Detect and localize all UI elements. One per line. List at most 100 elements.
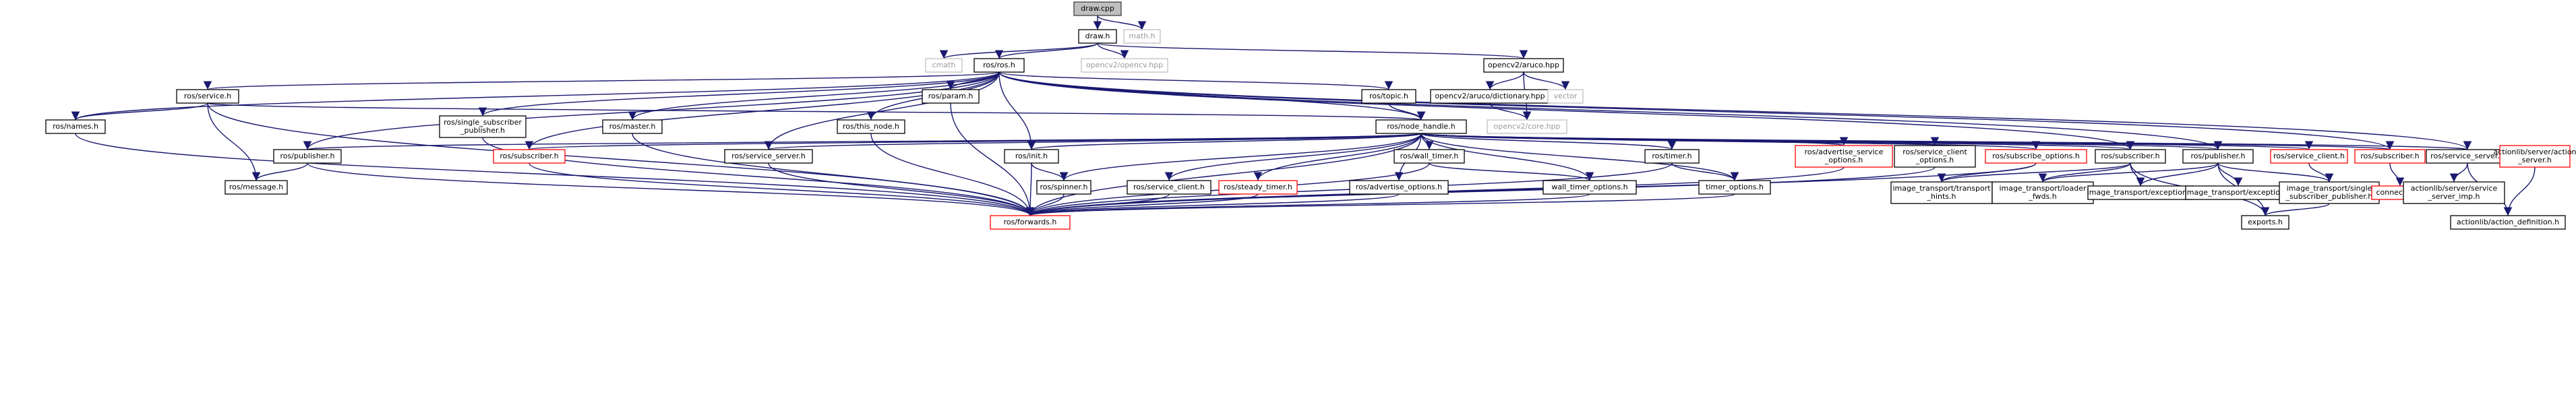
node-box [2499, 145, 2571, 168]
node-label: image_transport/exception.h [2185, 188, 2292, 197]
node-subscriber-r1[interactable]: ros/subscriber.h [493, 149, 566, 164]
edge-service_client_h-to-forwards [1025, 193, 1170, 216]
edge-node_handle-to-service_server_b [1420, 133, 2471, 150]
node-draw-h[interactable]: draw.h [1078, 29, 1117, 44]
node-wall-timer-opts[interactable]: wall_timer_options.h [1542, 180, 1637, 195]
node-box [1487, 119, 1567, 134]
node-label: ros/timer.h [1652, 152, 1691, 160]
node-aruco-dict[interactable]: opencv2/aruco/dictionary.hpp [1430, 89, 1550, 104]
edge-node_handle-to-wall_timer_opts [1420, 133, 1594, 181]
node-core: opencv2/core.hpp [1487, 119, 1567, 134]
node-topic-h[interactable]: ros/topic.h [1361, 89, 1416, 104]
edge-it_publisher-to-it_exc1 [2136, 162, 2219, 187]
edge-init_h-to-forwards [1025, 162, 1035, 216]
edge-it_publisher-to-it_single [2217, 162, 2334, 183]
node-it-hints[interactable]: image_transport/transport_hints.h [1890, 181, 1993, 204]
node-draw-cpp[interactable]: draw.cpp [1073, 1, 1122, 16]
node-al-def[interactable]: actionlib/action_definition.h [2450, 215, 2566, 230]
node-box [1036, 180, 1091, 195]
edge-ros_ros_h-to-it_publisher [998, 71, 2222, 150]
edge-timer_h-to-timer_opts [1671, 162, 1739, 181]
node-service-client-opts[interactable]: ros/service_client_options.h [1894, 145, 1976, 168]
node-timer-opts[interactable]: timer_options.h [1698, 180, 1771, 195]
node-it-single[interactable]: image_transport/single_subscriber_publis… [2279, 181, 2380, 204]
node-label: _fwds.h [2028, 192, 2056, 201]
node-box [2095, 149, 2166, 164]
node-message-h[interactable]: ros/message.h [224, 180, 288, 195]
edge-adv_options-to-forwards [1026, 193, 1400, 216]
node-vector: vector [1547, 89, 1584, 104]
node-this-node[interactable]: ros/this_node.h [837, 119, 905, 134]
node-single-pub[interactable]: ros/single_subscriber_publisher.h [439, 115, 527, 138]
edge-service_h-to-node_handle [207, 102, 1425, 121]
node-service-h[interactable]: ros/service.h [176, 89, 239, 104]
node-it-subscriber[interactable]: ros/subscriber.h [2095, 149, 2166, 164]
node-label: ros/this_node.h [843, 122, 899, 131]
edge-init_h-to-spinner_h [1031, 162, 1069, 181]
node-subscriber-r2[interactable]: ros/subscriber.h [2354, 149, 2426, 164]
node-al-imp[interactable]: actionlib/server/service_server_imp.h [2403, 181, 2505, 204]
node-box [2182, 149, 2254, 164]
edge-node_handle-to-steady_timer [1253, 133, 1422, 181]
edge-node_handle-to-subscriber_r1 [526, 133, 1422, 150]
node-forwards[interactable]: ros/forwards.h [990, 215, 1071, 230]
node-init-h[interactable]: ros/init.h [1004, 149, 1059, 164]
node-al-action[interactable]: actionlib/server/action_server.h [2493, 145, 2576, 168]
node-box [1890, 181, 1993, 204]
node-aruco[interactable]: opencv2/aruco.hpp [1483, 58, 1564, 73]
node-it-loader[interactable]: image_transport/loader_fwds.h [1991, 181, 2094, 204]
node-label: ros/steady_timer.h [1224, 183, 1292, 191]
node-spinner-h[interactable]: ros/spinner.h [1036, 180, 1091, 195]
node-cmath: cmath [925, 58, 963, 73]
node-box [2354, 149, 2426, 164]
node-label: ros/init.h [1015, 152, 1048, 160]
node-it-exc1[interactable]: image_transport/exception.h [2087, 185, 2194, 200]
edge-node_handle-to-timer_opts [1420, 133, 1739, 181]
node-box [2403, 181, 2505, 204]
node-subscribe-opts[interactable]: ros/subscribe_options.h [1985, 149, 2087, 164]
node-label: ros/service_server.h [2430, 152, 2505, 160]
node-label: _hints.h [1926, 192, 1956, 201]
edge-aruco-to-vector [1523, 71, 1570, 90]
node-box [922, 89, 980, 104]
node-wall-timer[interactable]: ros/wall_timer.h [1394, 149, 1465, 164]
node-label: ros/service_client.h [2273, 152, 2345, 160]
node-master-h[interactable]: ros/master.h [602, 119, 663, 134]
edge-wall_timer_opts-to-forwards [1026, 193, 1590, 216]
node-label: ros/publisher.h [2191, 152, 2246, 160]
node-service-client-r[interactable]: ros/service_client.h [2270, 149, 2348, 164]
edge-this_node-to-forwards [870, 133, 1035, 216]
node-label: ros/ros.h [983, 61, 1015, 69]
node-label: actionlib/server/action [2493, 148, 2576, 156]
node-service-server-b[interactable]: ros/service_server.h [2426, 149, 2509, 164]
node-ros-ros-h[interactable]: ros/ros.h [974, 58, 1025, 73]
node-label: _options.h [1824, 156, 1863, 164]
node-publisher-h[interactable]: ros/publisher.h [273, 149, 342, 164]
node-box [1218, 180, 1298, 195]
node-names-h[interactable]: ros/names.h [45, 119, 106, 134]
node-label: _publisher.h [460, 126, 505, 135]
node-service-server-a[interactable]: ros/service_server.h [724, 149, 813, 164]
edge-wall_timer-to-wall_timer_opts [1429, 162, 1594, 181]
node-box [1361, 89, 1416, 104]
node-label: ros/service_client [1903, 148, 1967, 156]
node-timer-h[interactable]: ros/timer.h [1644, 149, 1700, 164]
node-it-exc2[interactable]: image_transport/exception.h [2185, 185, 2292, 200]
edge-ros_ros_h-to-service_server_a [764, 71, 1000, 150]
node-steady-timer[interactable]: ros/steady_timer.h [1218, 180, 1298, 195]
node-box [2241, 215, 2289, 230]
node-param-h[interactable]: ros/param.h [922, 89, 980, 104]
node-node-handle[interactable]: ros/node_handle.h [1375, 119, 1467, 134]
edge-draw_h-to-aruco [1097, 42, 1528, 59]
node-box [1394, 149, 1465, 164]
node-box [1123, 29, 1161, 44]
node-it-publisher[interactable]: ros/publisher.h [2182, 149, 2254, 164]
node-exports[interactable]: exports.h [2241, 215, 2289, 230]
node-adv-options[interactable]: ros/advertise_options.h [1349, 180, 1449, 195]
edge-ros_ros_h-to-names_h [71, 71, 1000, 121]
edge-it_single-to-exports [2260, 203, 2330, 216]
edge-subscriber_r2-to-connection [2389, 162, 2405, 187]
node-service-client-h[interactable]: ros/service_client.h [1127, 180, 1211, 195]
node-adv-service-opts[interactable]: ros/advertise_service_options.h [1795, 145, 1893, 168]
